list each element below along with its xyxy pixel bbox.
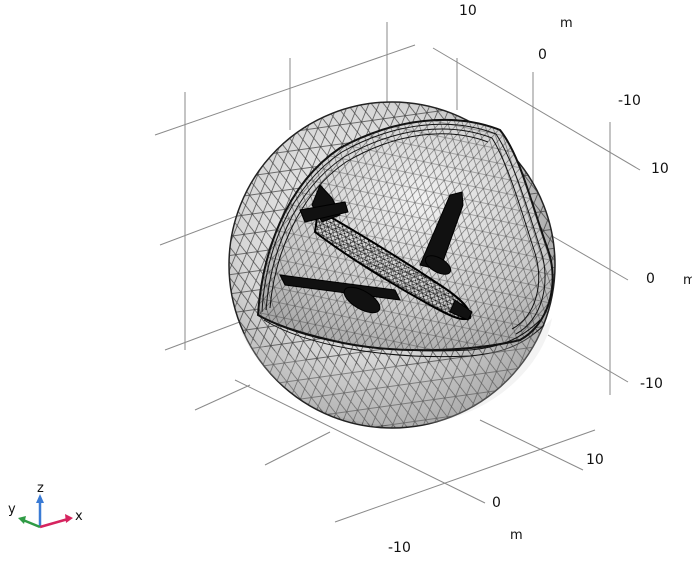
- pml-layer-rim: [257, 123, 546, 358]
- axis-triad: z x y: [8, 481, 83, 529]
- z-axis-label: z: [37, 481, 44, 496]
- tick-label: 0: [492, 495, 501, 511]
- tick-label: -10: [388, 540, 411, 556]
- tick-label: 0: [646, 271, 655, 287]
- tick-label: 10: [586, 452, 604, 468]
- unit-label: m: [560, 16, 573, 31]
- tick-label: 0: [538, 47, 547, 63]
- x-axis-arrow: [39, 517, 69, 529]
- unit-label: m: [510, 528, 523, 543]
- grid-lines: [154, 22, 641, 523]
- tick-label: 10: [651, 161, 669, 177]
- y-axis-arrow: [22, 518, 41, 529]
- x-axis-label: x: [75, 509, 83, 524]
- tick-label: -10: [640, 376, 663, 392]
- tick-label: 10: [459, 3, 477, 19]
- unit-label: m: [683, 273, 692, 288]
- tick-label: -10: [618, 93, 641, 109]
- aircraft-model: [279, 184, 473, 321]
- y-axis-label: y: [8, 502, 16, 517]
